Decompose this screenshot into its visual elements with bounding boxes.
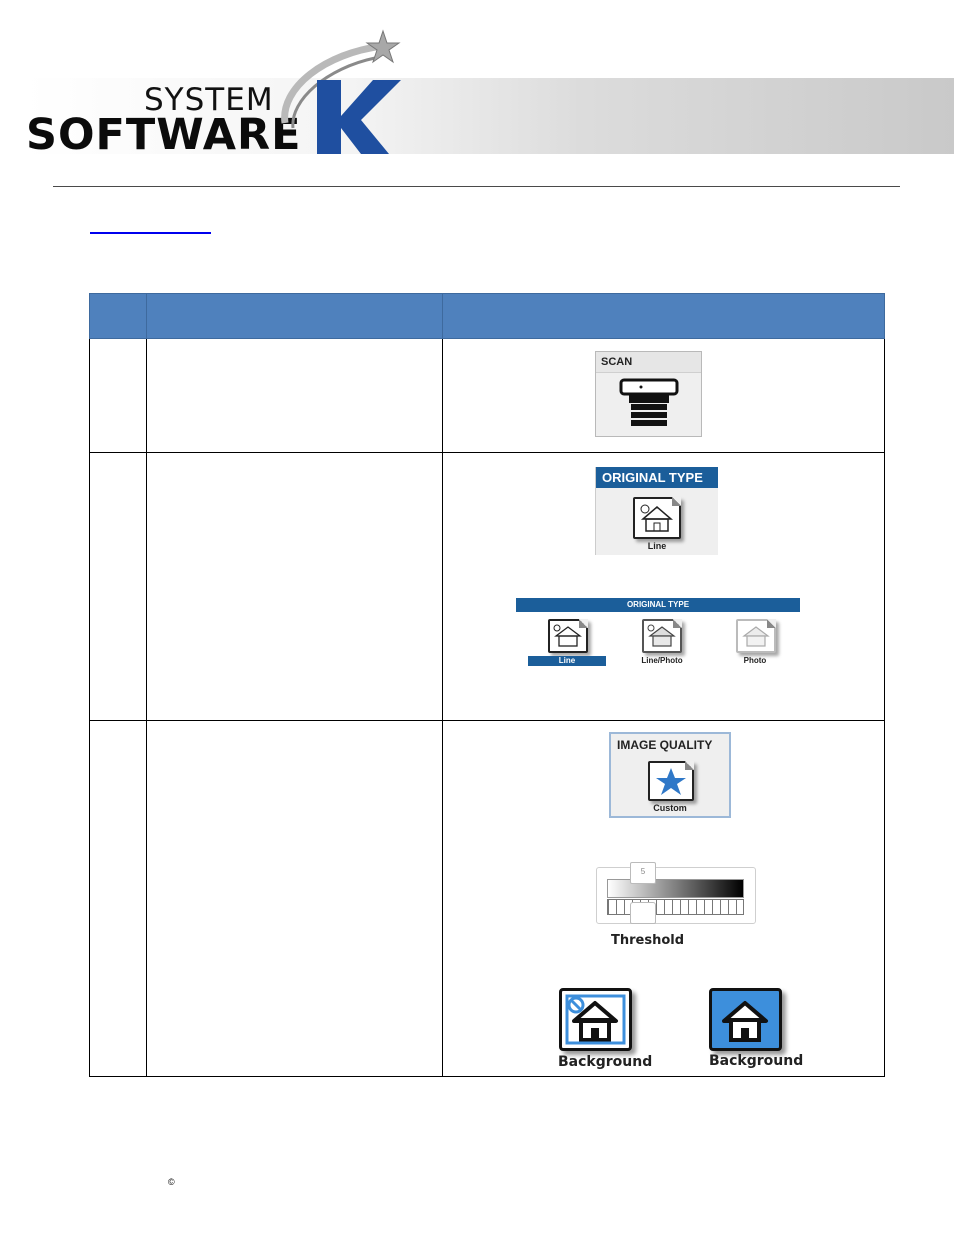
logo-k-mark: [281, 29, 401, 154]
step-cell: [89, 452, 147, 721]
option-photo[interactable]: Photo: [716, 619, 794, 667]
table-row: ORIGINAL TYPE Line ORIGINAL T: [89, 452, 885, 721]
house-line-photo-icon: [642, 619, 682, 653]
threshold-handle[interactable]: [630, 902, 656, 924]
option-line-photo-label: Line/Photo: [641, 656, 683, 665]
image-cell: SCAN: [442, 338, 885, 453]
image-quality-tile[interactable]: IMAGE QUALITY Custom: [609, 732, 731, 818]
original-type-panel: ORIGINAL TYPE: [516, 598, 800, 612]
original-type-tile[interactable]: ORIGINAL TYPE Line: [595, 467, 718, 555]
option-line-label: Line: [528, 656, 606, 666]
step-cell: [89, 720, 147, 1077]
header-cell-step: [89, 293, 147, 339]
image-cell: IMAGE QUALITY Custom 5: [442, 720, 885, 1077]
table-header-row: [89, 293, 885, 339]
threshold-gradient: [607, 879, 744, 898]
house-icon: [565, 994, 626, 1045]
scan-tile[interactable]: SCAN: [595, 351, 702, 437]
threshold-slider[interactable]: 5: [596, 862, 756, 924]
scan-tile-title: SCAN: [596, 352, 701, 373]
threshold-label: Threshold: [611, 933, 685, 948]
original-type-tile-title: ORIGINAL TYPE: [596, 467, 718, 488]
image-quality-tile-title: IMAGE QUALITY: [617, 738, 713, 752]
section-link[interactable]: [90, 220, 211, 234]
house-line-icon: [548, 619, 588, 653]
description-cell: [146, 338, 443, 453]
no-symbol-icon: [567, 996, 585, 1014]
background-on-button[interactable]: [709, 988, 782, 1051]
copyright-symbol: ©: [168, 1177, 175, 1187]
scanner-icon: [619, 378, 679, 426]
header-cell-image: [442, 293, 885, 339]
background-on-label: Background: [709, 1053, 804, 1069]
option-line-photo[interactable]: Line/Photo: [623, 619, 701, 667]
image-cell: ORIGINAL TYPE Line ORIGINAL T: [442, 452, 885, 721]
header-cell-description: [146, 293, 443, 339]
option-line[interactable]: Line: [528, 619, 606, 667]
house-photo-icon: [736, 619, 776, 653]
background-off-button[interactable]: [559, 988, 632, 1051]
star-icon: [648, 761, 694, 801]
house-line-icon: [633, 497, 681, 539]
background-off-label: Background: [558, 1054, 653, 1070]
house-icon: [722, 1001, 768, 1042]
original-type-tile-label: Line: [647, 541, 667, 551]
description-cell: [146, 452, 443, 721]
threshold-value: 5: [630, 862, 656, 884]
logo-text-system: SYSTEM: [144, 82, 274, 118]
original-type-bar-title: ORIGINAL TYPE: [516, 598, 800, 612]
header-divider: [53, 186, 900, 187]
header-banner: [25, 78, 954, 154]
table-row: SCAN: [89, 338, 885, 453]
logo-text-software: SOFTWARE: [26, 110, 302, 160]
threshold-scale: [607, 899, 744, 915]
description-cell: [146, 720, 443, 1077]
image-quality-tile-label: Custom: [653, 803, 687, 813]
table-row: IMAGE QUALITY Custom 5: [89, 720, 885, 1077]
step-cell: [89, 338, 147, 453]
option-photo-label: Photo: [743, 656, 767, 665]
steps-table: SCAN: [89, 293, 885, 1077]
